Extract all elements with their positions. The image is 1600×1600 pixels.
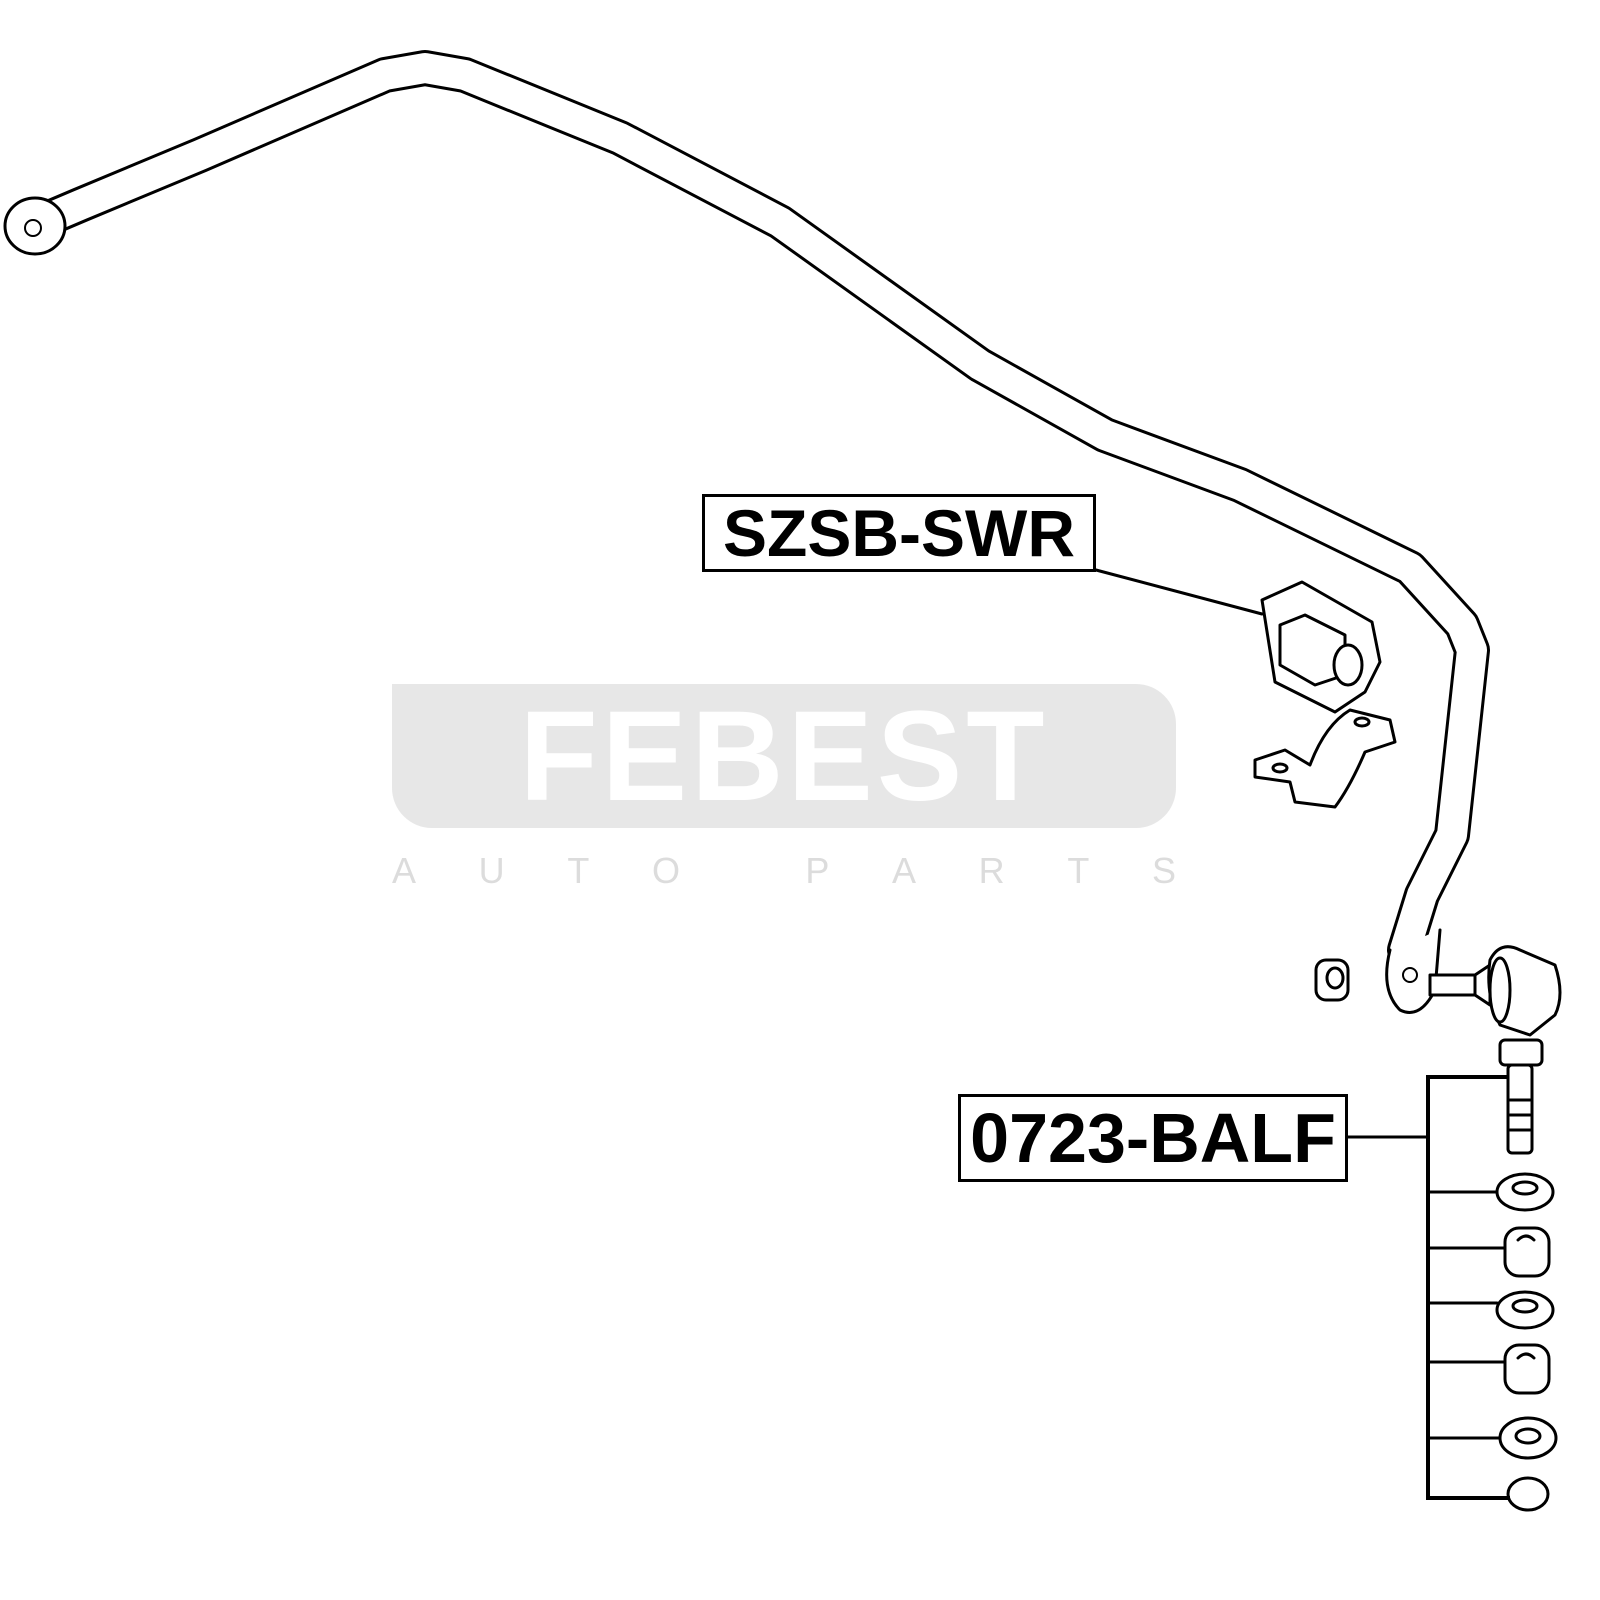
tagline-letter: T — [1067, 850, 1090, 891]
part-label-bushing: SZSB-SWR — [702, 494, 1096, 572]
stabilizer-bushing-drawing — [1260, 580, 1382, 714]
part-label-link: 0723-BALF — [958, 1094, 1348, 1182]
febest-watermark-logo: FEBEST — [392, 684, 1176, 828]
watermark-tagline: A U T O P A R T S — [392, 850, 1176, 892]
tagline-letter: A — [891, 850, 916, 891]
nut-drawing — [1314, 958, 1350, 1002]
stabilizer-link-drawing — [1428, 945, 1562, 1512]
bushing-bracket-drawing — [1253, 708, 1397, 809]
tagline-letter: P — [805, 850, 830, 891]
tagline-letter: T — [567, 850, 590, 891]
tagline-letter: O — [651, 850, 680, 891]
tagline-letter: A — [392, 850, 417, 891]
tagline-letter: U — [478, 850, 505, 891]
tagline-letter: R — [978, 850, 1005, 891]
leader-lines — [1094, 568, 1510, 1500]
stabilizer-bar — [3, 50, 1490, 1014]
tagline-letter: S — [1151, 850, 1176, 891]
